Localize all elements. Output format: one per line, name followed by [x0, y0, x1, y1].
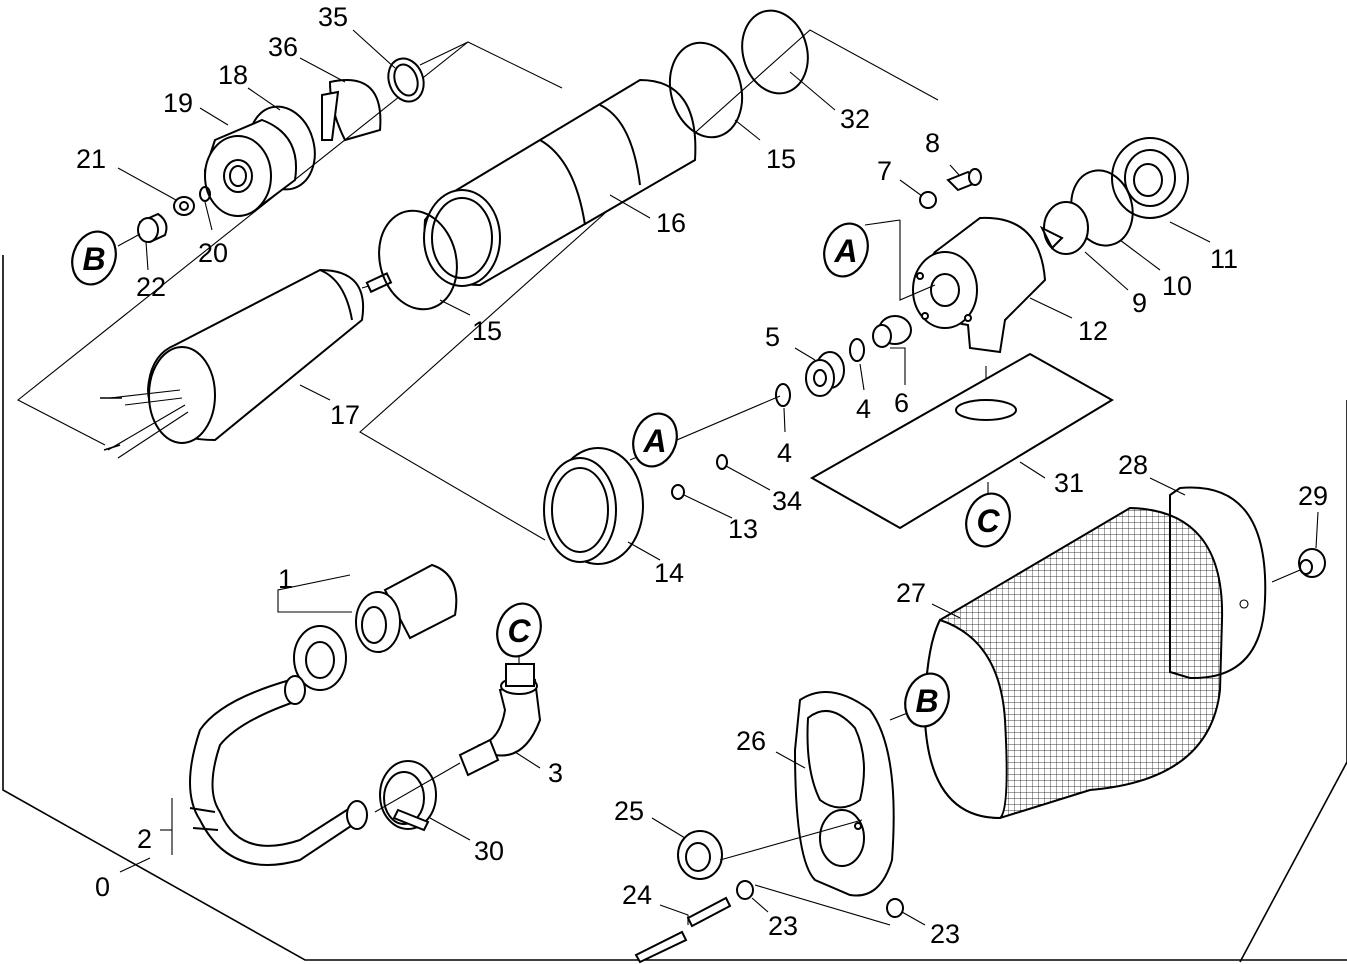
filter-housing — [634, 486, 1326, 964]
callout-36: 36 — [268, 32, 298, 62]
callout-21: 21 — [76, 144, 106, 174]
callout-15a: 15 — [766, 144, 796, 174]
leader-lines — [117, 29, 1319, 926]
callout-16: 16 — [656, 208, 686, 238]
callout-26: 26 — [736, 726, 766, 756]
callout-25: 25 — [614, 796, 644, 826]
pump-head-cluster — [629, 137, 1189, 461]
ref-marker-a-top: A — [823, 222, 869, 278]
ref-marker-c-bottom: C — [965, 492, 1011, 548]
callout-7: 7 — [877, 156, 892, 186]
ref-label: B — [915, 683, 938, 719]
ref-marker-c-top: C — [496, 602, 542, 658]
callout-14: 14 — [654, 558, 684, 588]
callout-23a: 23 — [768, 911, 798, 941]
callout-5: 5 — [765, 322, 780, 352]
callout-18: 18 — [218, 60, 248, 90]
ref-label: C — [507, 613, 531, 649]
callout-8: 8 — [925, 128, 940, 158]
o-rings — [378, 9, 809, 311]
callout-28: 28 — [1118, 450, 1148, 480]
callout-0: 0 — [95, 872, 110, 902]
ref-label: C — [976, 503, 1000, 539]
callout-labels: 0 1 2 3 4 4 5 6 7 8 9 10 11 12 13 14 15 … — [76, 2, 1328, 949]
ref-label: B — [82, 241, 105, 277]
callout-20: 20 — [198, 238, 228, 268]
callout-17: 17 — [330, 400, 360, 430]
callout-2: 2 — [137, 824, 152, 854]
callout-24: 24 — [622, 880, 652, 910]
inlet-assembly — [171, 563, 542, 866]
callout-27: 27 — [896, 578, 926, 608]
callout-34: 34 — [772, 486, 802, 516]
ref-label: A — [833, 233, 857, 269]
callout-15b: 15 — [472, 316, 502, 346]
callout-12: 12 — [1078, 316, 1108, 346]
callout-13: 13 — [728, 514, 758, 544]
gasket-plate — [809, 352, 1114, 530]
callout-11: 11 — [1210, 244, 1238, 274]
callout-4a: 4 — [856, 394, 871, 424]
ref-label: A — [642, 423, 666, 459]
callout-22: 22 — [136, 272, 166, 302]
housing-tube — [423, 78, 697, 287]
callout-1: 1 — [278, 564, 293, 594]
callout-3: 3 — [548, 758, 563, 788]
bracket-frames — [16, 29, 939, 541]
ref-marker-b-left: B — [71, 230, 117, 286]
assembly-frame — [2, 255, 1347, 963]
callout-32: 32 — [840, 104, 870, 134]
callout-19: 19 — [163, 88, 193, 118]
callout-30: 30 — [474, 836, 504, 866]
ref-marker-a-mid: A — [632, 412, 678, 468]
ref-marker-b-right: B — [904, 672, 950, 728]
callout-31: 31 — [1054, 468, 1084, 498]
callout-4b: 4 — [777, 438, 792, 468]
small-fittings-upper — [137, 186, 211, 244]
callout-29: 29 — [1298, 481, 1328, 511]
callout-35: 35 — [318, 2, 348, 32]
callout-10: 10 — [1162, 271, 1192, 301]
callout-9: 9 — [1132, 288, 1147, 318]
callout-6: 6 — [894, 388, 909, 418]
nut-ring — [543, 447, 728, 565]
callout-23b: 23 — [930, 919, 960, 949]
